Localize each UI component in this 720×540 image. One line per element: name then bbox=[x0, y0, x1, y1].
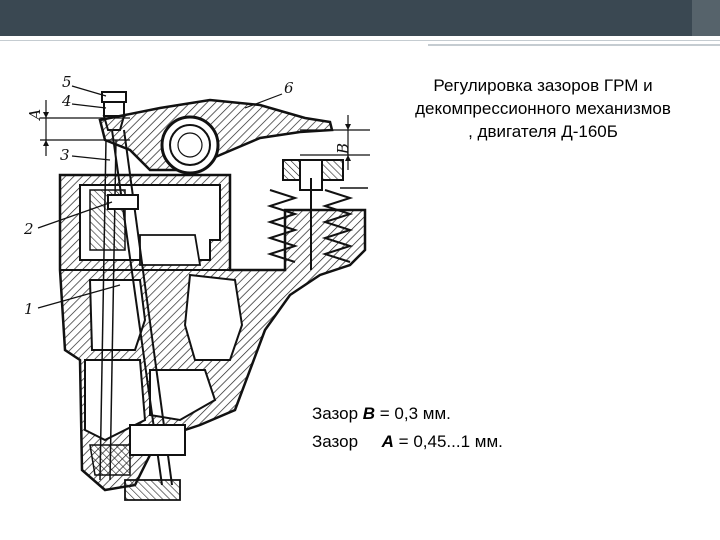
clearance-b-note: Зазор В = 0,3 мм. bbox=[312, 404, 451, 424]
push-rod-assembly bbox=[99, 129, 186, 501]
title-line-3: , двигателя Д-160Б bbox=[468, 122, 618, 141]
label-a: А bbox=[26, 109, 44, 121]
note-value: = 0,45...1 мм. bbox=[393, 432, 503, 451]
dimension-lines bbox=[40, 100, 370, 170]
title-line-2: декомпрессионного механизмов bbox=[415, 99, 671, 118]
header-rule-short bbox=[428, 44, 720, 46]
header-accent bbox=[692, 0, 720, 36]
note-prefix: Зазор bbox=[312, 404, 363, 423]
label-6: 6 bbox=[284, 79, 294, 97]
valve-mechanism-diagram: 5 4 6 А В 3 2 1 bbox=[23, 73, 370, 501]
label-2: 2 bbox=[23, 220, 34, 238]
slide-title: Регулировка зазоров ГРМ и декомпрессионн… bbox=[378, 74, 708, 143]
slide-header-bar bbox=[0, 0, 720, 36]
note-prefix: Зазор bbox=[312, 432, 382, 451]
label-1: 1 bbox=[24, 300, 34, 318]
note-value: = 0,3 мм. bbox=[375, 404, 451, 423]
label-b: В bbox=[334, 143, 352, 155]
note-var: А bbox=[381, 432, 394, 451]
label-5: 5 bbox=[62, 73, 72, 91]
rocker-arm bbox=[98, 98, 334, 175]
leader-lines bbox=[37, 85, 283, 309]
header-rule-long bbox=[0, 40, 720, 41]
clearance-a-note: Зазор А = 0,45...1 мм. bbox=[312, 432, 503, 452]
note-var: В bbox=[362, 404, 376, 423]
part-labels: 5 4 6 А В 3 2 1 bbox=[23, 73, 352, 318]
title-line-1: Регулировка зазоров ГРМ и bbox=[433, 76, 653, 95]
cylinder-head-body bbox=[58, 173, 367, 492]
label-4: 4 bbox=[61, 92, 72, 110]
label-3: 3 bbox=[60, 146, 70, 164]
valve-spring-assembly bbox=[266, 159, 368, 270]
